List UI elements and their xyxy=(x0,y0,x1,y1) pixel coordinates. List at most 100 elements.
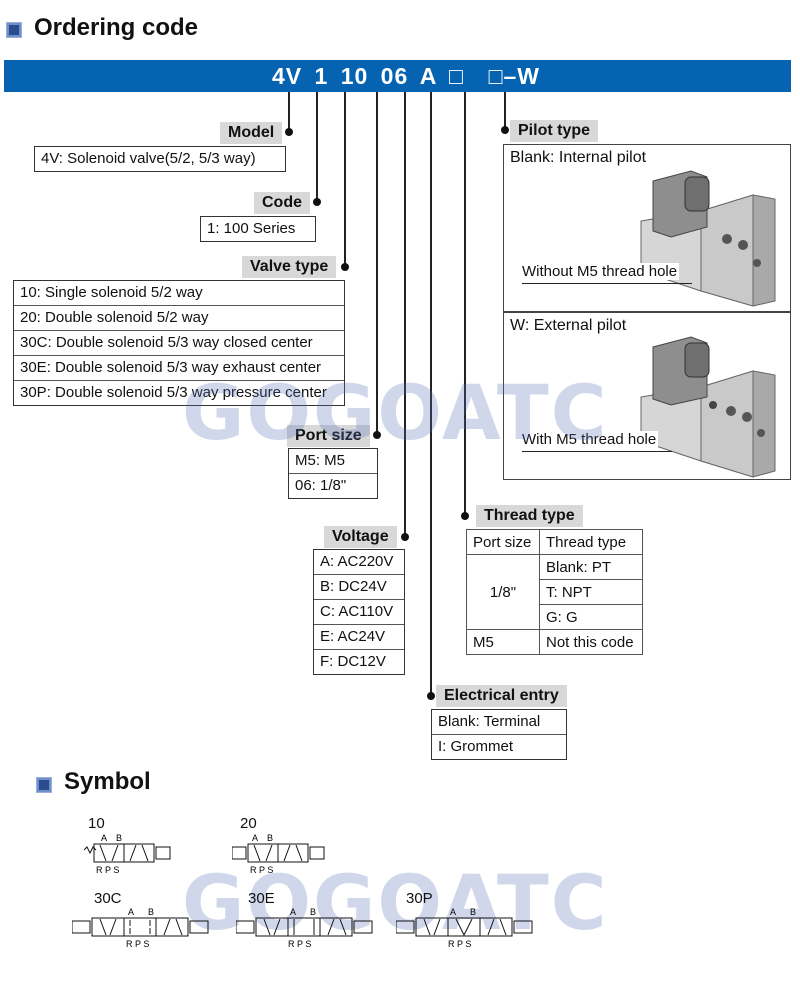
code-box: 1: 100 Series xyxy=(200,216,316,242)
thread-type-row: 1/8" Blank: PT xyxy=(466,554,643,630)
electrical-entry-row: Blank: Terminal xyxy=(432,710,566,735)
connector-line-valve xyxy=(344,92,346,268)
section-bullet-icon xyxy=(36,777,52,793)
voltage-tag: Voltage xyxy=(324,526,397,548)
valve-photo-internal xyxy=(640,170,776,307)
section-bullet-icon xyxy=(6,22,22,38)
code-banner xyxy=(4,60,791,92)
pilot-internal-caption: Without M5 thread hole xyxy=(520,263,680,280)
port-size-row: 06: 1/8" xyxy=(295,477,347,494)
symbol-label-10: 10 xyxy=(88,815,105,832)
svg-text:R P S: R P S xyxy=(126,939,149,949)
connector-line-code xyxy=(316,92,318,202)
svg-text:B: B xyxy=(310,907,316,917)
valve-symbol-30c: A B R P S xyxy=(72,907,209,949)
thread-type-size-cell: M5 xyxy=(466,629,540,655)
watermark-lower: GOGOATC xyxy=(182,858,609,947)
svg-text:R P S: R P S xyxy=(288,939,311,949)
thread-type-size-cell: 1/8" xyxy=(466,554,540,630)
electrical-entry-tag: Electrical entry xyxy=(436,685,567,707)
model-tag: Model xyxy=(220,122,283,144)
voltage-row: A: AC220V xyxy=(314,550,404,575)
symbol-label-30p: 30P xyxy=(406,890,433,907)
svg-text:R P S: R P S xyxy=(250,865,273,875)
svg-text:A: A xyxy=(252,833,258,843)
code-tag: Code xyxy=(254,192,310,214)
connector-dot-port xyxy=(373,431,381,439)
connector-dot-model xyxy=(285,128,293,136)
thread-type-header-row: Port size Thread type xyxy=(466,529,643,555)
electrical-entry-row: I: Grommet xyxy=(438,738,514,755)
pilot-internal-label: Blank: Internal pilot xyxy=(510,149,647,166)
thread-type-table: Port size Thread type 1/8" Blank: PT T: … xyxy=(466,529,643,655)
connector-line-voltage xyxy=(404,92,406,538)
symbol-label-30c: 30C xyxy=(94,890,122,907)
voltage-row: F: DC12V xyxy=(320,653,386,670)
port-size-tag: Port size xyxy=(287,425,370,447)
valve-symbol-10: A B R P S xyxy=(84,833,171,875)
symbol-label-20: 20 xyxy=(240,815,257,832)
symbol-title: Symbol xyxy=(64,768,151,795)
valve-symbol-20: A B R P S xyxy=(232,833,325,875)
thread-type-header-cell: Thread type xyxy=(539,529,643,555)
valve-type-row: 10: Single solenoid 5/2 way xyxy=(14,281,344,306)
symbol-label-30e: 30E xyxy=(248,890,275,907)
svg-text:B: B xyxy=(470,907,476,917)
svg-text:B: B xyxy=(267,833,273,843)
code-row: 1: 100 Series xyxy=(207,220,296,237)
code-banner-text: 4V 1 10 06 A □ □–W xyxy=(272,63,541,89)
thread-type-header-cell: Port size xyxy=(466,529,540,555)
caption-pointer-line xyxy=(522,451,672,452)
thread-type-cell: G: G xyxy=(539,604,643,630)
svg-text:A: A xyxy=(290,907,296,917)
watermark-upper: GOGOATC xyxy=(182,368,609,457)
svg-text:B: B xyxy=(116,833,122,843)
voltage-row: E: AC24V xyxy=(314,625,404,650)
connector-dot-electrical xyxy=(427,692,435,700)
svg-text:B: B xyxy=(148,907,154,917)
svg-text:A: A xyxy=(101,833,107,843)
svg-text:R P S: R P S xyxy=(448,939,471,949)
voltage-box: A: AC220V B: DC24V C: AC110V E: AC24V F:… xyxy=(313,549,405,675)
connector-dot-valve xyxy=(341,263,349,271)
ordering-code-title: Ordering code xyxy=(34,14,199,41)
valve-type-row: 30C: Double solenoid 5/3 way closed cent… xyxy=(14,331,344,356)
svg-text:A: A xyxy=(128,907,134,917)
connector-line-thread xyxy=(464,92,466,516)
voltage-row: C: AC110V xyxy=(314,600,404,625)
connector-dot-pilot xyxy=(501,126,509,134)
pilot-external-label: W: External pilot xyxy=(510,317,627,334)
valve-symbol-30e: A B R P S xyxy=(236,907,373,949)
thread-type-tag: Thread type xyxy=(476,505,583,527)
port-size-box: M5: M5 06: 1/8" xyxy=(288,448,378,499)
valve-type-box: 10: Single solenoid 5/2 way 20: Double s… xyxy=(13,280,345,406)
connector-dot-code xyxy=(313,198,321,206)
pilot-type-tag: Pilot type xyxy=(510,120,599,142)
pilot-external-box: W: External pilot With M5 thread hole xyxy=(503,312,791,480)
connector-dot-thread xyxy=(461,512,469,520)
thread-type-row: M5 Not this code xyxy=(466,629,643,655)
pilot-internal-box: Blank: Internal pilot Without M5 thread … xyxy=(503,144,791,312)
valve-symbol-30p: A B R P S xyxy=(396,907,533,949)
model-row: 4V: Solenoid valve(5/2, 5/3 way) xyxy=(41,150,256,167)
thread-type-cell: Blank: PT xyxy=(539,554,643,580)
connector-line-electrical xyxy=(430,92,432,696)
caption-pointer-line xyxy=(522,283,692,284)
connector-line-pilot xyxy=(504,92,506,130)
connector-line-model xyxy=(288,92,290,132)
thread-type-cell: Not this code xyxy=(539,629,643,655)
voltage-row: B: DC24V xyxy=(314,575,404,600)
model-box: 4V: Solenoid valve(5/2, 5/3 way) xyxy=(34,146,286,172)
thread-type-cell: T: NPT xyxy=(539,579,643,605)
thread-type-row: G: G xyxy=(467,604,643,630)
pilot-external-caption: With M5 thread hole xyxy=(520,431,659,448)
svg-text:R P S: R P S xyxy=(96,865,119,875)
valve-type-row: 30P: Double solenoid 5/3 way pressure ce… xyxy=(20,384,327,401)
svg-text:A: A xyxy=(450,907,456,917)
valve-type-tag: Valve type xyxy=(242,256,337,278)
connector-line-port xyxy=(376,92,378,436)
valve-type-row: 20: Double solenoid 5/2 way xyxy=(14,306,344,331)
port-size-row: M5: M5 xyxy=(289,449,377,474)
valve-type-row: 30E: Double solenoid 5/3 way exhaust cen… xyxy=(14,356,344,381)
electrical-entry-box: Blank: Terminal I: Grommet xyxy=(431,709,567,760)
